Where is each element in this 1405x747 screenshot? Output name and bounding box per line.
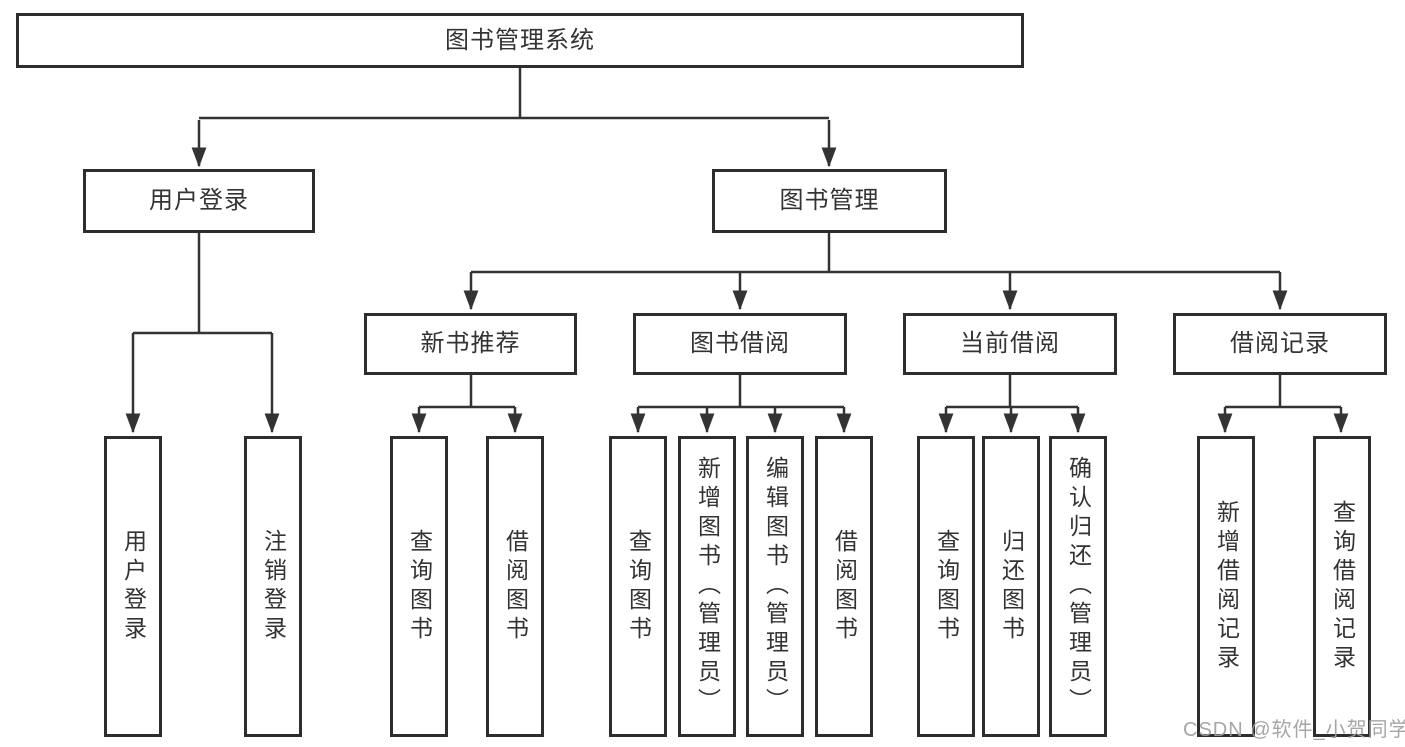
leaf-confirm-return-admin: 确认归还（管理员） — [1049, 436, 1107, 737]
leaf-edit-book-admin: 编辑图书（管理员） — [746, 436, 804, 737]
leaf-add-book-admin-label: 新增图书（管理员） — [694, 456, 721, 717]
node-book-borrow-label: 图书借阅 — [690, 330, 790, 357]
leaf-add-book-admin: 新增图书（管理员） — [678, 436, 736, 737]
node-borrow-record: 借阅记录 — [1173, 313, 1387, 375]
leaf-user-login-label: 用户登录 — [120, 528, 147, 645]
node-borrow-record-label: 借阅记录 — [1230, 330, 1330, 357]
node-root-label: 图书管理系统 — [445, 26, 595, 54]
leaf-logout: 注销登录 — [244, 436, 302, 737]
leaf-query-books-borrow: 查询图书 — [609, 436, 667, 737]
node-root: 图书管理系统 — [16, 13, 1024, 68]
leaf-confirm-return-admin-label: 确认归还（管理员） — [1065, 456, 1092, 717]
leaf-borrow-books-newbook-label: 借阅图书 — [502, 528, 529, 645]
node-book-management: 图书管理 — [712, 169, 947, 233]
node-book-management-label: 图书管理 — [779, 187, 880, 214]
leaf-add-borrow-record: 新增借阅记录 — [1197, 436, 1255, 737]
leaf-query-borrow-record-label: 查询借阅记录 — [1329, 499, 1356, 674]
node-new-book-recommend: 新书推荐 — [364, 313, 577, 375]
leaf-query-books-current-label: 查询图书 — [933, 528, 960, 645]
leaf-return-book: 归还图书 — [982, 436, 1040, 737]
node-current-borrow-label: 当前借阅 — [960, 330, 1060, 357]
leaf-borrow-books-newbook: 借阅图书 — [486, 436, 544, 737]
leaf-query-books-current: 查询图书 — [917, 436, 975, 737]
leaf-query-books-newbook-label: 查询图书 — [406, 528, 433, 645]
node-new-book-recommend-label: 新书推荐 — [420, 330, 521, 357]
node-book-borrow: 图书借阅 — [633, 313, 847, 375]
leaf-query-books-newbook: 查询图书 — [390, 436, 448, 737]
leaf-borrow-books-borrow-label: 借阅图书 — [831, 528, 858, 645]
leaf-user-login: 用户登录 — [104, 436, 162, 737]
leaf-query-books-borrow-label: 查询图书 — [625, 528, 652, 645]
node-current-borrow: 当前借阅 — [903, 313, 1117, 375]
leaf-logout-label: 注销登录 — [260, 528, 287, 645]
leaf-return-book-label: 归还图书 — [998, 528, 1025, 645]
leaf-query-borrow-record: 查询借阅记录 — [1313, 436, 1371, 737]
leaf-edit-book-admin-label: 编辑图书（管理员） — [762, 456, 789, 717]
csdn-watermark: CSDN @软件_小贺同学 — [1183, 719, 1405, 741]
node-user-login: 用户登录 — [83, 169, 315, 233]
leaf-add-borrow-record-label: 新增借阅记录 — [1213, 499, 1240, 674]
node-user-login-label: 用户登录 — [149, 187, 249, 214]
leaf-borrow-books-borrow: 借阅图书 — [815, 436, 873, 737]
